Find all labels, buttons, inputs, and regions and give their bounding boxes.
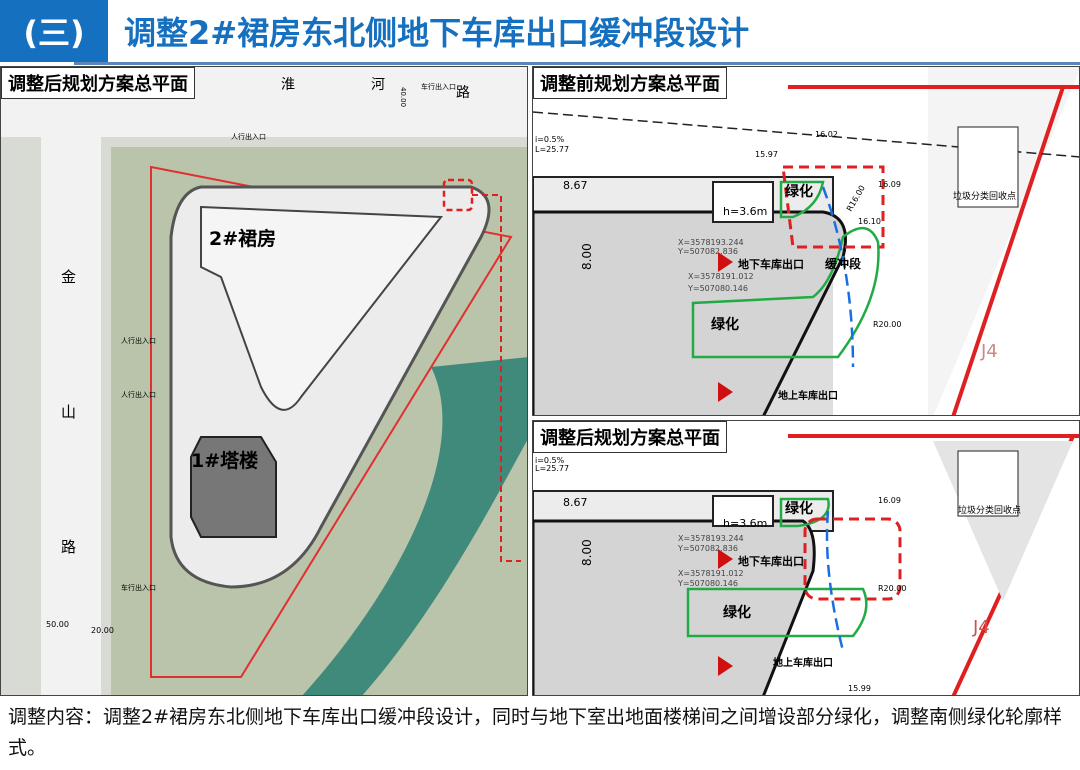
plan-annotation: 地下车库出口 [738,257,804,271]
plan-annotation: Y=507082.836 [677,544,738,553]
plan-annotation: 8.67 [563,179,588,192]
site-plan-drawing: 2#裙房 1#塔楼 淮 河 路 金 山 路 人行出入口 人行出入口 人行出入口 … [1,67,527,695]
podium-2 [200,205,443,411]
plan-annotation: 垃圾分类回收点 [958,504,1021,516]
plan-annotation: i=0.5% [535,456,565,465]
road-west [41,67,101,695]
plan-annotation: 地下车库出口 [738,554,804,568]
plan-annotation: h=3.6m [723,205,767,218]
plan-annotation: J4 [972,617,990,638]
plan-annotation: R20.00 [878,584,906,593]
plan-annotation: 绿化 [785,500,813,517]
plan-annotation: 16.09 [878,496,901,505]
tower-1 [190,436,277,538]
plan-annotation: 人行出入口 [121,336,156,345]
plan-annotation: i=0.5% [535,135,565,144]
plan-annotation: Y=507080.146 [687,284,748,293]
plan-annotation: 15.99 [848,684,871,693]
detail-drawing-after: 绿化 绿化 地下车库出口 X=3578193.244 Y=507082.836 … [533,434,1079,695]
plan-annotation: L=25.77 [535,145,569,154]
plan-annotation: 山 [61,403,76,421]
plan-annotation: L=25.77 [535,464,569,473]
highlight-box [781,165,885,249]
plan-annotation: X=3578191.012 [678,569,744,578]
plan-annotation: 50.00 [46,620,69,629]
page-title: 调整2#裙房东北侧地下车库出口缓冲段设计 [124,14,750,52]
red-line-boundary [951,86,1065,415]
plan-annotation: 缓冲段 [825,256,862,271]
plan-annotation: 垃圾分类回收点 [953,190,1016,202]
plan-annotation: 地上车库出口 [778,389,838,402]
plan-annotation: X=3578193.244 [678,238,744,247]
plan-annotation: 15.97 [755,150,778,159]
plan-annotation: 路 [61,538,76,556]
plan-annotation: Y=507082.836 [677,247,738,256]
plan-annotation: 路 [456,85,470,101]
plan-annotation: 绿化 [723,604,751,621]
stair-box [712,181,774,223]
highlight-box [442,178,474,212]
river [302,357,527,695]
site-plan-after: 调整后规划方案总平面 2#裙房 1#塔楼 淮 河 路 金 山 路 人行出入口 人… [0,66,528,696]
plan-annotation: 河 [371,77,385,93]
detail-drawing-before: 绿化 绿化 地下车库出口 缓冲段 X=3578193.244 Y=507082.… [533,67,1079,415]
plan-annotation: 16.02 [815,130,838,139]
leader-arrow [472,194,521,562]
plan-annotation: Y=507080.146 [677,579,738,588]
panel-label: 调整后规划方案总平面 [533,421,727,453]
detail-plan-before: 调整前规划方案总平面 绿化 绿化 地下车库出口 缓冲段 X=3578193.24… [532,66,1080,416]
label-podium: 2#裙房 [209,227,276,250]
plan-annotation: 车行出入口 [121,583,156,592]
plan-annotation: 40.00 [399,87,407,107]
plan-annotation: h=3.6m [723,517,767,530]
green-area-2 [686,587,868,638]
plan-annotation: 淮 [281,77,295,93]
plan-annotation: 8.00 [580,243,594,270]
plan-annotation: 8.67 [563,496,588,509]
plan-annotation: 16.10 [858,217,881,226]
highlight-box [803,517,902,601]
section-number: (三) [0,0,108,62]
plan-annotation: J4 [980,341,998,362]
green-area-2 [691,227,880,359]
plan-annotation: 20.00 [91,626,114,635]
adjustment-description: 调整内容：调整2#裙房东北侧地下车库出口缓冲段设计，同时与地下室出地面楼梯间之间… [8,706,1063,759]
plan-annotation: 地上车库出口 [773,656,833,669]
plan-annotation: R20.00 [873,320,901,329]
panel-label: 调整前规划方案总平面 [533,67,727,99]
plan-annotation: 16.09 [878,180,901,189]
label-tower: 1#塔楼 [191,449,258,472]
plan-annotation: 绿化 [711,316,739,333]
plan-annotation: 车行出入口 [421,82,456,91]
panel-label: 调整后规划方案总平面 [1,67,195,99]
plan-annotation: 金 [61,268,76,286]
plan-annotation: X=3578193.244 [678,534,744,543]
green-area-1 [779,180,825,219]
header-divider [74,62,1080,65]
plan-annotation: R16.00 [845,184,867,213]
plan-annotation: 人行出入口 [121,390,156,399]
detail-plan-after: 调整后规划方案总平面 绿化 绿化 地下车库出口 X=3578193.244 Y=… [532,420,1080,696]
plan-annotation: X=3578191.012 [688,272,754,281]
plan-annotation: 8.00 [580,539,594,566]
plan-annotation: 绿化 [785,183,813,200]
plan-annotation: 人行出入口 [231,132,266,141]
